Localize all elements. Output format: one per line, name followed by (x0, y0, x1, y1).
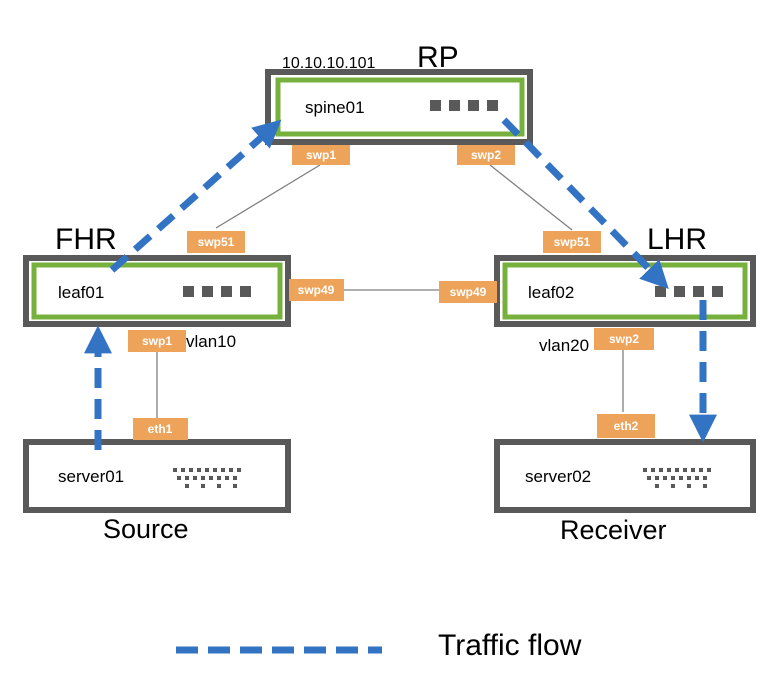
leaf01-switch[interactable]: leaf01 (23, 255, 291, 327)
vlan10-label: vlan10 (186, 332, 236, 351)
port-server02-eth2: eth2 (597, 414, 655, 438)
port-leaf01-swp51: swp51 (187, 231, 245, 253)
server01-host[interactable]: server01 (23, 439, 291, 513)
rp-ip-label: 10.10.10.101 (282, 55, 376, 72)
receiver-label: Receiver (560, 515, 667, 545)
svg-text:swp49: swp49 (450, 285, 487, 299)
flow-leaf01-to-spine01 (109, 119, 282, 273)
server02-port-icon (643, 468, 711, 488)
source-label: Source (103, 514, 189, 544)
fhr-label: FHR (55, 223, 117, 256)
spine01-port-icon (430, 100, 498, 111)
port-leaf02-swp2: swp2 (594, 328, 654, 350)
port-leaf02-swp51: swp51 (543, 231, 601, 253)
leaf02-switch[interactable]: leaf02 (494, 255, 756, 327)
port-leaf02-swp49: swp49 (439, 281, 497, 303)
spine01-label: spine01 (305, 98, 365, 117)
link-spine-leaf02 (489, 164, 573, 231)
leaf01-port-icon (183, 286, 251, 297)
spine01-switch[interactable]: spine01 (265, 69, 533, 145)
svg-text:swp1: swp1 (306, 148, 336, 162)
port-leaf01-swp49: swp49 (289, 279, 344, 301)
svg-text:swp1: swp1 (142, 334, 172, 348)
rp-label: RP (417, 41, 459, 74)
svg-text:swp49: swp49 (298, 283, 335, 297)
server01-port-icon (173, 468, 241, 488)
svg-text:swp51: swp51 (554, 235, 591, 249)
leaf02-label: leaf02 (528, 283, 574, 302)
svg-text:swp2: swp2 (471, 148, 501, 162)
server01-label: server01 (58, 467, 124, 486)
svg-text:swp51: swp51 (198, 235, 235, 249)
traffic-flow (84, 117, 717, 450)
legend: Traffic flow (176, 629, 582, 662)
svg-text:swp2: swp2 (609, 332, 639, 346)
server02-host[interactable]: server02 (494, 439, 756, 513)
port-server01-eth1: eth1 (133, 418, 188, 440)
svg-text:eth2: eth2 (614, 419, 639, 433)
port-leaf01-swp1: swp1 (128, 330, 186, 352)
port-spine-swp2: swp2 (457, 145, 515, 165)
lhr-label: LHR (647, 223, 707, 256)
link-spine-leaf01 (215, 164, 321, 229)
port-spine-swp1: swp1 (292, 145, 350, 165)
leaf01-label: leaf01 (58, 283, 104, 302)
flow-spine01-to-leaf02 (501, 117, 669, 290)
svg-text:eth1: eth1 (148, 422, 173, 436)
vlan20-label: vlan20 (539, 336, 589, 355)
links (156, 164, 624, 418)
leaf02-port-icon (655, 286, 723, 297)
port-tags: swp1 swp2 swp51 swp51 swp49 swp49 swp1 (128, 145, 655, 440)
legend-flow-label: Traffic flow (438, 629, 582, 662)
server02-label: server02 (525, 467, 591, 486)
